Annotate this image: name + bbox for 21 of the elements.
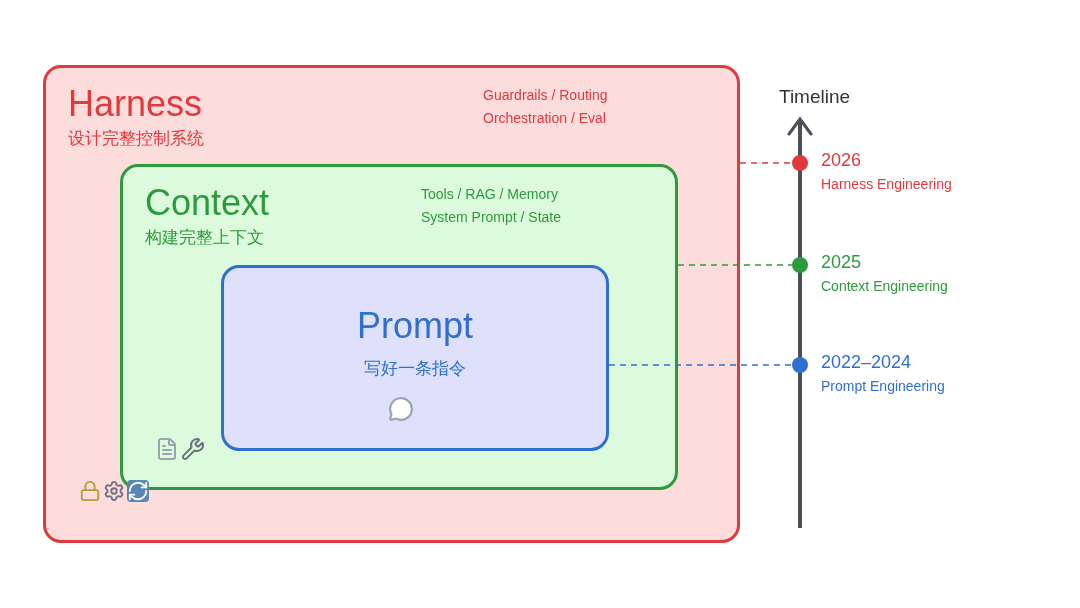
year-label: 2025 bbox=[821, 251, 863, 274]
layer-subtitle: 写好一条指令 bbox=[363, 358, 467, 380]
layer-title: Prompt bbox=[355, 308, 474, 344]
layer-title: Context bbox=[145, 185, 270, 221]
timeline-label: Timeline bbox=[779, 85, 851, 109]
layer-tags: Guardrails / Routing Orchestration / Eval bbox=[483, 84, 653, 130]
dashed-connector bbox=[608, 364, 793, 366]
layer-subtitle: 构建完整上下文 bbox=[145, 227, 264, 249]
stage-label: Prompt Engineering bbox=[821, 377, 945, 396]
year-label: 2022–2024 bbox=[821, 351, 913, 374]
dashed-connector bbox=[739, 162, 793, 164]
year-label: 2026 bbox=[821, 149, 863, 172]
layer-title: Harness bbox=[68, 86, 203, 122]
layer-box bbox=[43, 65, 740, 543]
layer-box bbox=[221, 265, 609, 451]
stage-label: Harness Engineering bbox=[821, 175, 952, 194]
dashed-connector bbox=[677, 264, 793, 266]
stage-label: Context Engineering bbox=[821, 277, 948, 296]
layer-tags: Tools / RAG / Memory System Prompt / State bbox=[421, 183, 591, 229]
layer-box bbox=[120, 164, 678, 490]
layer-subtitle: 设计完整控制系统 bbox=[68, 128, 204, 150]
